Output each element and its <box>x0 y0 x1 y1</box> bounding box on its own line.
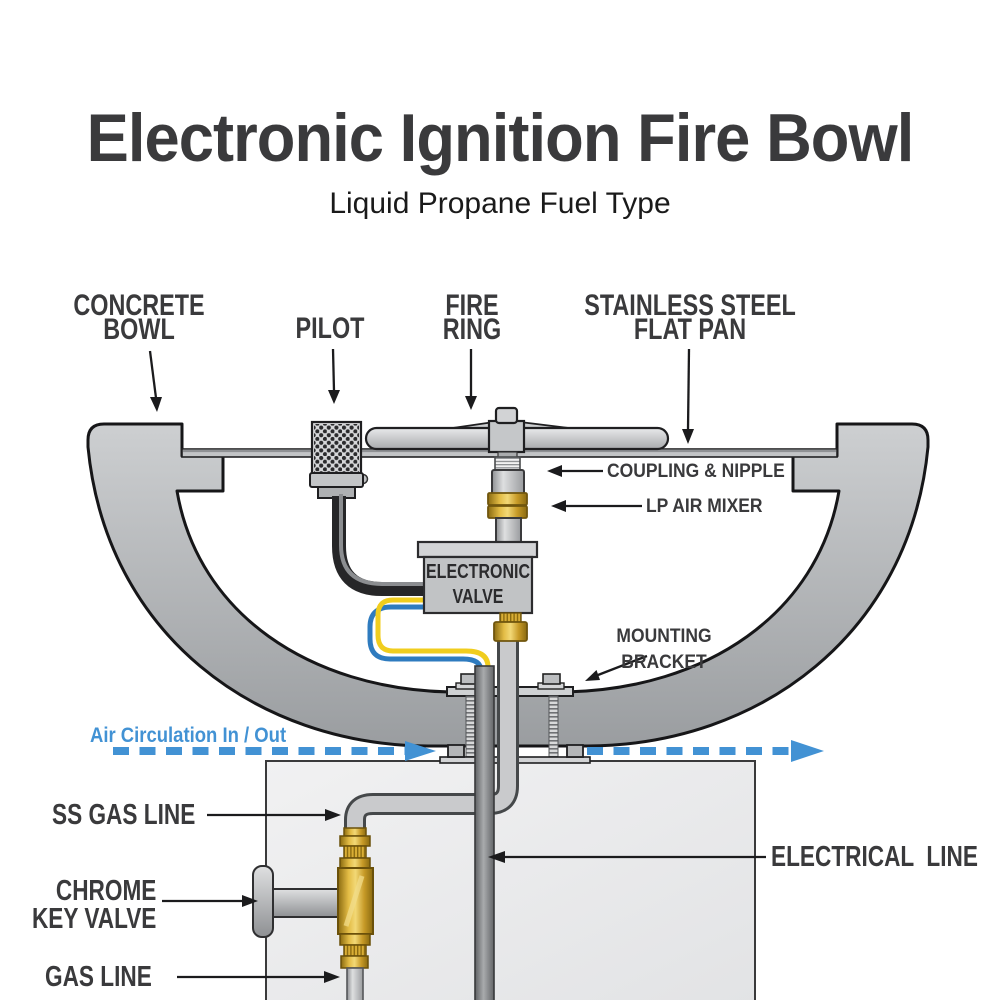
label-chrome-key-valve: CHROME KEY VALVE <box>31 875 157 935</box>
arrow-ss-gas-line <box>207 809 341 821</box>
electrical-line-pipe <box>474 665 495 1000</box>
chrome-key-valve-shape <box>252 827 374 1000</box>
label-ss-gas-line: SS GAS LINE <box>52 799 196 831</box>
wire-yellow <box>375 597 491 678</box>
electronic-valve-shape <box>416 540 539 642</box>
arrow-gas-line <box>177 971 340 983</box>
pilot-cable <box>332 494 424 596</box>
arrow-lp-air-mixer <box>551 500 642 512</box>
arrow-mounting-bracket <box>585 654 648 681</box>
page-title: Electronic Ignition Fire Bowl <box>86 100 915 176</box>
valve-inlet-pipe <box>495 517 522 545</box>
coupling-nipple-shape <box>491 451 525 495</box>
label-mounting-bracket: MOUNTING BRACKET <box>616 626 712 673</box>
label-pilot: PILOT <box>295 312 365 345</box>
air-circulation-arrows <box>113 740 824 762</box>
valve-wires <box>367 597 491 678</box>
label-lp-air-mixer: LP AIR MIXER <box>646 496 763 517</box>
label-electronic-valve: ELECTRONIC VALVE <box>426 561 530 608</box>
pilot-shape <box>309 420 369 499</box>
arrow-concrete-bowl <box>148 350 162 412</box>
label-coupling-nipple: COUPLING & NIPPLE <box>607 461 785 482</box>
label-flat-pan: STAINLESS STEEL FLAT PAN <box>584 289 796 346</box>
arrow-fire-ring <box>465 349 477 410</box>
lp-air-mixer-shape <box>487 492 528 519</box>
wire-blue <box>367 604 484 678</box>
ss-gas-line-pipe <box>344 640 519 832</box>
arrow-electrical-line <box>488 851 766 863</box>
arrow-chrome-key-valve <box>162 895 258 907</box>
gas-line-pipe <box>346 967 364 1000</box>
arrow-flat-pan <box>682 348 694 444</box>
label-air-circulation: Air Circulation In / Out <box>90 724 287 747</box>
label-fire-ring: FIRE RING <box>442 289 502 346</box>
fire-ring-shape <box>364 406 670 454</box>
label-electrical-line: ELECTRICAL LINE <box>771 841 978 873</box>
label-concrete-bowl: CONCRETE BOWL <box>73 289 205 346</box>
callout-arrows <box>148 348 766 983</box>
arrow-coupling-nipple <box>547 465 603 477</box>
concrete-bowl-shape <box>86 422 930 748</box>
page-subtitle: Liquid Propane Fuel Type <box>329 187 671 220</box>
arrow-pilot <box>328 348 340 404</box>
label-gas-line: GAS LINE <box>45 961 152 993</box>
